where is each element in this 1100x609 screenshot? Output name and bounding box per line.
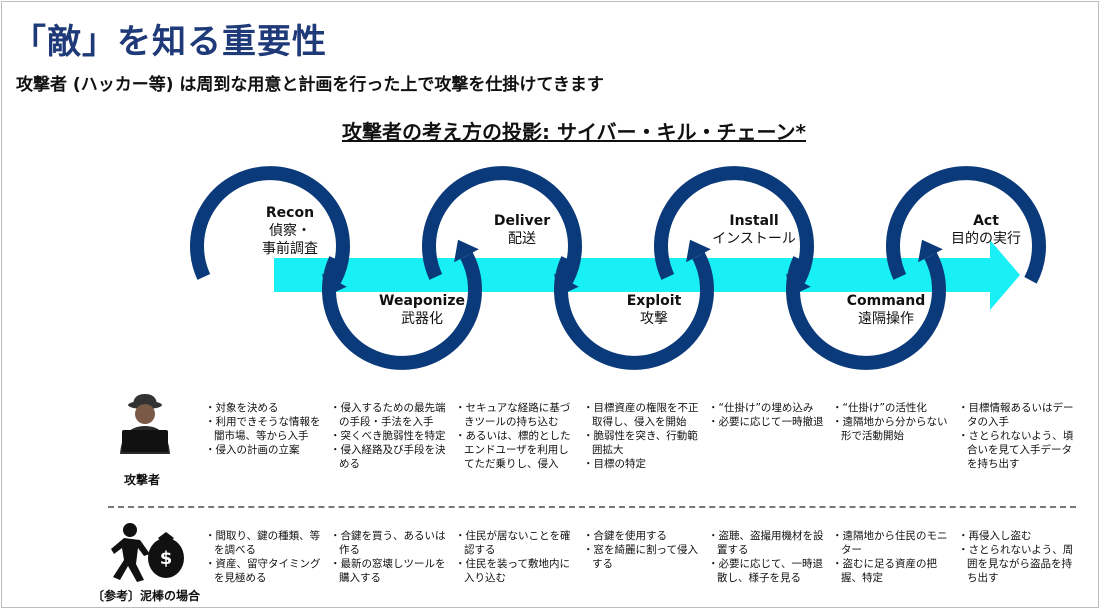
thief-step: 最新の窓壊しツールを購入する xyxy=(330,557,448,585)
stage-arrowhead-4 xyxy=(686,239,711,263)
stage-name-en: Install xyxy=(729,213,779,229)
attacker-step: 目標情報あるいはデータの入手 xyxy=(958,401,1076,429)
attacker-step: 突くべき脆弱性を特定 xyxy=(330,429,448,443)
thief-step: 資産、留守タイミングを見極める xyxy=(205,557,323,585)
stage-label-6: Command 遠隔操作 xyxy=(816,292,956,328)
stage-name-en: Weaponize xyxy=(379,293,465,309)
stage-label-5: Install インストール xyxy=(684,212,824,248)
chain-arrow-band xyxy=(274,240,1020,310)
thief-step: 合鍵を使用する xyxy=(583,529,701,543)
stage-ring-1 xyxy=(190,166,350,284)
stage-arrowhead-2 xyxy=(454,239,479,263)
stage-name-en: Act xyxy=(973,213,999,229)
stage-ring-3 xyxy=(422,166,582,284)
thief-column-4: 合鍵を使用する窓を綺麗に割って侵入する xyxy=(583,529,701,571)
stage-label-1: Recon 偵察・事前調査 xyxy=(220,204,360,258)
attacker-step: 遠隔地から分からない形で活動開始 xyxy=(832,415,950,443)
attacker-step: 脆弱性を突き、行動範囲拡大 xyxy=(583,429,701,457)
attacker-step: 利用できそうな情報を闇市場、等から入手 xyxy=(205,415,323,443)
stage-name-jp: 遠隔操作 xyxy=(858,311,914,327)
attacker-column-7: 目標情報あるいはデータの入手さとられないよう、頃合いを見て入手データを持ち出す xyxy=(958,401,1076,471)
stage-name-jp: 武器化 xyxy=(401,311,443,327)
page-subtitle: 攻撃者 (ハッカー等) は周到な用意と計画を行った上で攻撃を仕掛けてきます xyxy=(16,75,604,95)
stage-name-jp: 配送 xyxy=(508,231,536,247)
thief-step: 盗聴、盗撮用機材を設置する xyxy=(708,529,826,557)
attacker-column-5: “仕掛け”の埋め込み必要に応じて一時撤退 xyxy=(708,401,826,429)
stage-ring-6 xyxy=(786,252,946,370)
attacker-label: 攻撃者 xyxy=(124,473,161,487)
section-divider xyxy=(108,506,1076,508)
thief-step: さとられないよう、周囲を見ながら盗品を持ち出す xyxy=(958,543,1076,585)
stage-name-jp: 偵察・ xyxy=(269,223,311,239)
attacker-step: 侵入の計画の立案 xyxy=(205,443,323,457)
thief-icon: $ xyxy=(111,523,184,582)
thief-step: 住民が居ないことを確認する xyxy=(455,529,573,557)
attacker-step: “仕掛け”の活性化 xyxy=(832,401,950,415)
diagram-title: 攻撃者の考え方の投影: サイバー・キル・チェーン* xyxy=(342,120,807,144)
thief-column-3: 住民が居ないことを確認する住民を装って敷地内に入り込む xyxy=(455,529,573,585)
stage-ring-2 xyxy=(322,252,482,370)
stage-name-jp: 目的の実行 xyxy=(951,231,1021,247)
stage-label-2: Weaponize 武器化 xyxy=(352,292,492,328)
stage-ring-5 xyxy=(654,166,814,284)
attacker-step: 目標の特定 xyxy=(583,457,701,471)
thief-step: 間取り、鍵の種類、等を調べる xyxy=(205,529,323,557)
stage-ring-4 xyxy=(554,252,714,370)
stage-label-4: Exploit 攻撃 xyxy=(584,292,724,328)
hacker-icon xyxy=(120,394,170,454)
thief-step: 住民を装って敷地内に入り込む xyxy=(455,557,573,585)
stage-arrowhead-6 xyxy=(918,239,943,263)
thief-column-1: 間取り、鍵の種類、等を調べる資産、留守タイミングを見極める xyxy=(205,529,323,585)
thief-label: 〔参考〕泥棒の場合 xyxy=(92,589,201,603)
stage-name-jp: インストール xyxy=(712,231,796,247)
thief-step: 再侵入し盗む xyxy=(958,529,1076,543)
attacker-column-6: “仕掛け”の活性化遠隔地から分からない形で活動開始 xyxy=(832,401,950,443)
thief-step: 遠隔地から住民のモニター xyxy=(832,529,950,557)
thief-column-5: 盗聴、盗撮用機材を設置する必要に応じて、一時退散し、様子を見る xyxy=(708,529,826,585)
attacker-step: セキュアな経路に基づきツールの持ち込む xyxy=(455,401,573,429)
stage-name-en: Deliver xyxy=(493,213,551,229)
attacker-step: 侵入するための最先端の手段・手法を入手 xyxy=(330,401,448,429)
stage-name-en: Recon xyxy=(265,205,315,221)
attacker-step: 侵入経路及び手段を決める xyxy=(330,443,448,471)
attacker-column-3: セキュアな経路に基づきツールの持ち込むあるいは、標的としたエンドユーザを利用して… xyxy=(455,401,573,471)
attacker-step: さとられないよう、頃合いを見て入手データを持ち出す xyxy=(958,429,1076,471)
attacker-column-2: 侵入するための最先端の手段・手法を入手突くべき脆弱性を特定侵入経路及び手段を決め… xyxy=(330,401,448,471)
dollar-sign: $ xyxy=(160,548,173,569)
thief-column-6: 遠隔地から住民のモニター盗むに足る資産の把握、特定 xyxy=(832,529,950,585)
stage-name-jp: 攻撃 xyxy=(640,311,668,327)
stage-name-en: Command xyxy=(846,293,926,309)
attacker-step: あるいは、標的としたエンドユーザを利用してただ乗りし、侵入 xyxy=(455,429,573,471)
attacker-step: 対象を決める xyxy=(205,401,323,415)
stage-label-3: Deliver 配送 xyxy=(452,212,592,248)
attacker-step: 必要に応じて一時撤退 xyxy=(708,415,826,429)
thief-step: 盗むに足る資産の把握、特定 xyxy=(832,557,950,585)
stage-name-en: Exploit xyxy=(626,293,682,309)
thief-step: 必要に応じて、一時退散し、様子を見る xyxy=(708,557,826,585)
attacker-column-4: 目標資産の権限を不正取得し、侵入を開始脆弱性を突き、行動範囲拡大目標の特定 xyxy=(583,401,701,471)
attacker-column-1: 対象を決める利用できそうな情報を闇市場、等から入手侵入の計画の立案 xyxy=(205,401,323,457)
attacker-step: 目標資産の権限を不正取得し、侵入を開始 xyxy=(583,401,701,429)
attacker-step: “仕掛け”の埋め込み xyxy=(708,401,826,415)
stage-ring-7 xyxy=(886,166,1046,284)
thief-step: 合鍵を買う、あるいは作る xyxy=(330,529,448,557)
stage-label-7: Act 目的の実行 xyxy=(916,212,1056,248)
thief-step: 窓を綺麗に割って侵入する xyxy=(583,543,701,571)
thief-column-2: 合鍵を買う、あるいは作る最新の窓壊しツールを購入する xyxy=(330,529,448,585)
thief-column-7: 再侵入し盗むさとられないよう、周囲を見ながら盗品を持ち出す xyxy=(958,529,1076,585)
page-title: 「敵」を知る重要性 xyxy=(12,22,327,62)
stage-name-jp: 事前調査 xyxy=(262,241,318,257)
